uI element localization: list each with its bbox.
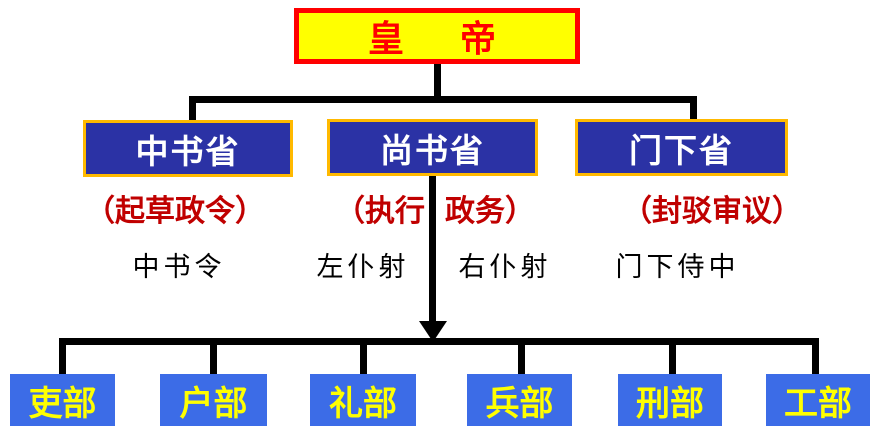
- annotation-menxiasheng: （封驳审议）: [622, 194, 802, 229]
- down-arrow-icon: [419, 321, 447, 342]
- official-title-zuopushe: 左仆射: [316, 251, 410, 283]
- connector-top-bracket: [189, 96, 697, 103]
- ministry-box-lbu: 礼部: [310, 374, 416, 426]
- connector-stub-hubu: [210, 338, 217, 375]
- connector-stub-libu: [59, 338, 66, 375]
- annotation-right-part: 政务）: [445, 194, 535, 229]
- annotation-shangshusheng: （执行 政务）: [290, 187, 580, 229]
- official-title-youpushe: 右仆射: [458, 251, 552, 283]
- department-box-zhongshusheng: 中书省: [83, 120, 293, 177]
- department-box-menxiasheng: 门下省: [575, 119, 788, 176]
- department-box-shangshusheng: 尚书省: [327, 119, 538, 176]
- connector-stub-gongbu: [812, 338, 819, 375]
- ministry-box-gongbu: 工部: [766, 374, 870, 426]
- ministry-box-hubu: 户部: [160, 374, 267, 426]
- department-label: 门下省: [629, 130, 734, 170]
- department-label: 中书省: [135, 131, 241, 171]
- connector-bottom-bracket: [59, 338, 819, 345]
- official-title-menxiashizhong: 门下侍中: [615, 251, 740, 283]
- official-title-zhongshuling: 中书令: [132, 251, 226, 283]
- annotation-zhongshusheng: （起草政令）: [85, 194, 265, 229]
- emperor-label: 皇 帝: [367, 19, 506, 60]
- connector-shangshu-trunk: [429, 170, 436, 325]
- connector-drop-menxia: [690, 96, 697, 123]
- connector-emperor-trunk: [434, 64, 441, 100]
- connector-stub-lbu: [360, 338, 367, 375]
- ministry-box-libu: 吏部: [10, 374, 115, 426]
- department-label: 尚书省: [380, 130, 485, 170]
- emperor-box: 皇 帝: [294, 8, 580, 64]
- ministry-box-bingbu: 兵部: [467, 374, 572, 426]
- ministry-box-xingbu: 刑部: [618, 374, 722, 426]
- annotation-left-part: （执行: [335, 194, 425, 229]
- connector-drop-zhongshu: [189, 96, 196, 123]
- connector-stub-xingbu: [669, 338, 676, 375]
- connector-stub-bingbu: [518, 338, 525, 375]
